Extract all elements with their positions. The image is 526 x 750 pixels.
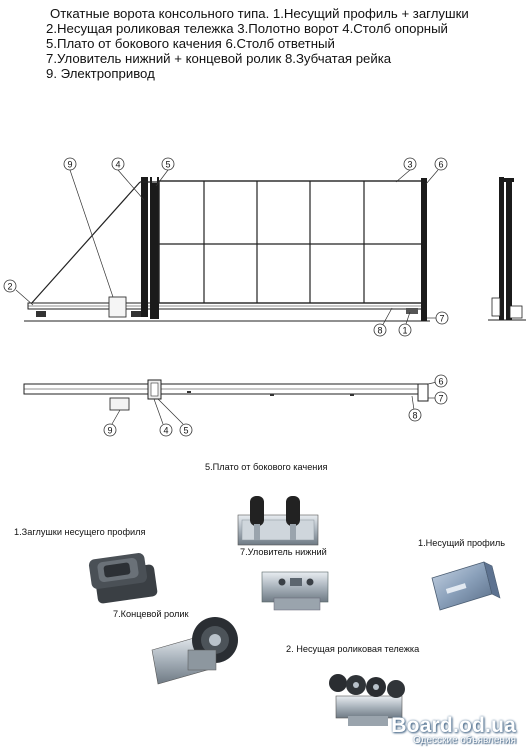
legend-line-5: 9. Электропривод (46, 66, 155, 81)
gate-leaf (158, 180, 423, 304)
callout-6-top: 6 (438, 377, 443, 387)
callout-4-top: 4 (163, 426, 168, 436)
roller-carriage-image (329, 674, 405, 726)
caption-carrier-profile: 1.Несущий профиль (418, 538, 506, 548)
watermark-site: Board.od.ua (391, 714, 516, 737)
counter-post (421, 178, 427, 321)
callout-5-top: 5 (183, 426, 188, 436)
bottom-catcher-image (261, 571, 329, 611)
callout-8-front: 8 (377, 326, 382, 336)
legend-line-2: 2.Несущая роликовая тележка 3.Полотно во… (46, 21, 448, 36)
end-roller-image (151, 617, 238, 685)
callout-1-front: 1 (402, 326, 407, 336)
profile-caps-image (88, 553, 158, 604)
callout-9-top: 9 (107, 426, 112, 436)
legend-line-title: Откатные ворота консольного типа. 1.Несу… (50, 6, 469, 21)
callout-6-front: 6 (438, 160, 443, 170)
caption-end-roller: 7.Концевой ролик (113, 609, 189, 619)
side-plate-post (150, 177, 159, 319)
electric-drive (108, 296, 127, 318)
support-post (141, 177, 148, 317)
caption-roller-carriage: 2. Несущая роликовая тележка (286, 644, 420, 654)
side-plate-image (237, 496, 319, 546)
front-view: 9 4 5 3 6 2 8 1 7 (3, 157, 449, 337)
callout-3-front: 3 (407, 160, 412, 170)
legend-line-4: 7.Уловитель нижний + концевой ролик 8.Зу… (46, 51, 392, 66)
callout-2-front: 2 (7, 282, 12, 292)
watermark: Board.od.ua Одесские объявления (391, 714, 516, 746)
brace-diagonal (29, 181, 141, 306)
callout-7-top: 7 (438, 394, 443, 404)
caption-profile-caps: 1.Заглушки несущего профиля (14, 527, 146, 537)
callout-7-front: 7 (439, 314, 444, 324)
callout-5-front: 5 (165, 160, 170, 170)
callout-4-front: 4 (115, 160, 120, 170)
carrier-profile-image (431, 561, 501, 611)
legend: Откатные ворота консольного типа. 1.Несу… (0, 6, 526, 81)
legend-line-3: 5.Плато от бокового качения 6.Столб отве… (46, 36, 335, 51)
watermark-tagline: Одесские объявления (413, 735, 516, 746)
callout-9-front: 9 (67, 160, 72, 170)
side-view (488, 177, 526, 321)
caption-bottom-catcher: 7.Уловитель нижний (240, 547, 327, 557)
caption-side-plate: 5.Плато от бокового качения (205, 462, 328, 472)
top-view: 6 7 8 9 4 5 (23, 374, 448, 437)
callout-8-top: 8 (412, 411, 417, 421)
